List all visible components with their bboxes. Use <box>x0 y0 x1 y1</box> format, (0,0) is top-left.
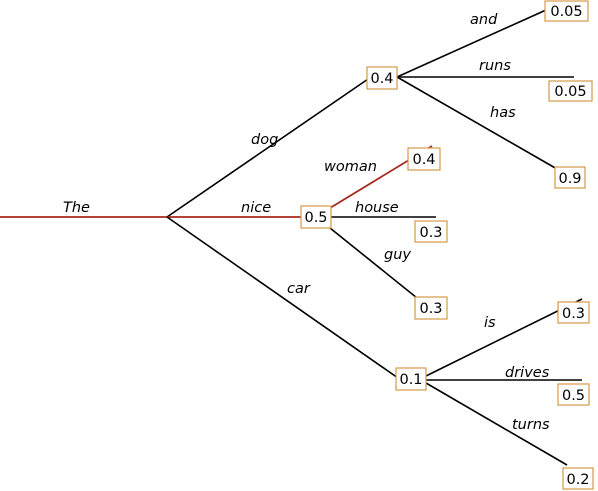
edge-label-house: house <box>355 200 399 216</box>
edge-car <box>166 216 399 379</box>
prob-value-and: 0.05 <box>550 4 582 20</box>
edge-dog-has <box>396 76 558 170</box>
prob-box-runs: 0.05 <box>548 80 593 102</box>
prob-value-dog: 0.4 <box>370 71 393 87</box>
edge-car-is <box>425 298 583 377</box>
prob-box-dog: 0.4 <box>366 66 398 90</box>
prob-value-guy: 0.3 <box>419 301 442 317</box>
edge-label-root: The <box>63 200 90 216</box>
prob-box-nice: 0.5 <box>300 205 332 229</box>
prob-value-nice: 0.5 <box>304 210 327 226</box>
edge-label-guy: guy <box>384 247 411 263</box>
prob-box-has: 0.9 <box>554 166 586 189</box>
edge-dog-and <box>396 9 547 78</box>
prob-box-is: 0.3 <box>557 301 590 324</box>
prob-value-car: 0.1 <box>399 372 422 388</box>
prob-value-is: 0.3 <box>562 306 585 322</box>
prob-box-drives: 0.5 <box>557 383 590 406</box>
edge-dog <box>166 76 372 218</box>
edge-label-runs: runs <box>479 58 511 74</box>
edge-label-woman: woman <box>324 159 377 175</box>
prob-value-turns: 0.2 <box>566 472 589 488</box>
prob-value-woman: 0.4 <box>412 152 435 168</box>
prob-value-drives: 0.5 <box>562 388 585 404</box>
edge-label-turns: turns <box>512 417 550 433</box>
prob-value-has: 0.9 <box>558 171 581 187</box>
edge-label-and: and <box>470 12 498 28</box>
edge-label-car: car <box>287 281 311 297</box>
edge-nice-guy <box>329 227 418 299</box>
edge-label-is: is <box>484 315 496 331</box>
prob-box-woman: 0.4 <box>407 147 441 171</box>
prob-box-house: 0.3 <box>414 220 448 243</box>
edge-label-nice: nice <box>241 200 271 216</box>
prob-value-runs: 0.05 <box>554 84 586 100</box>
prob-box-turns: 0.2 <box>562 467 594 490</box>
prob-box-car: 0.1 <box>395 367 427 391</box>
prob-box-and: 0.05 <box>544 0 589 22</box>
edge-label-has: has <box>490 105 516 121</box>
prob-box-guy: 0.3 <box>414 296 448 320</box>
edge-label-drives: drives <box>505 365 550 381</box>
edge-car-turns <box>425 382 568 466</box>
prob-value-house: 0.3 <box>419 225 442 241</box>
edge-label-dog: dog <box>251 132 278 148</box>
